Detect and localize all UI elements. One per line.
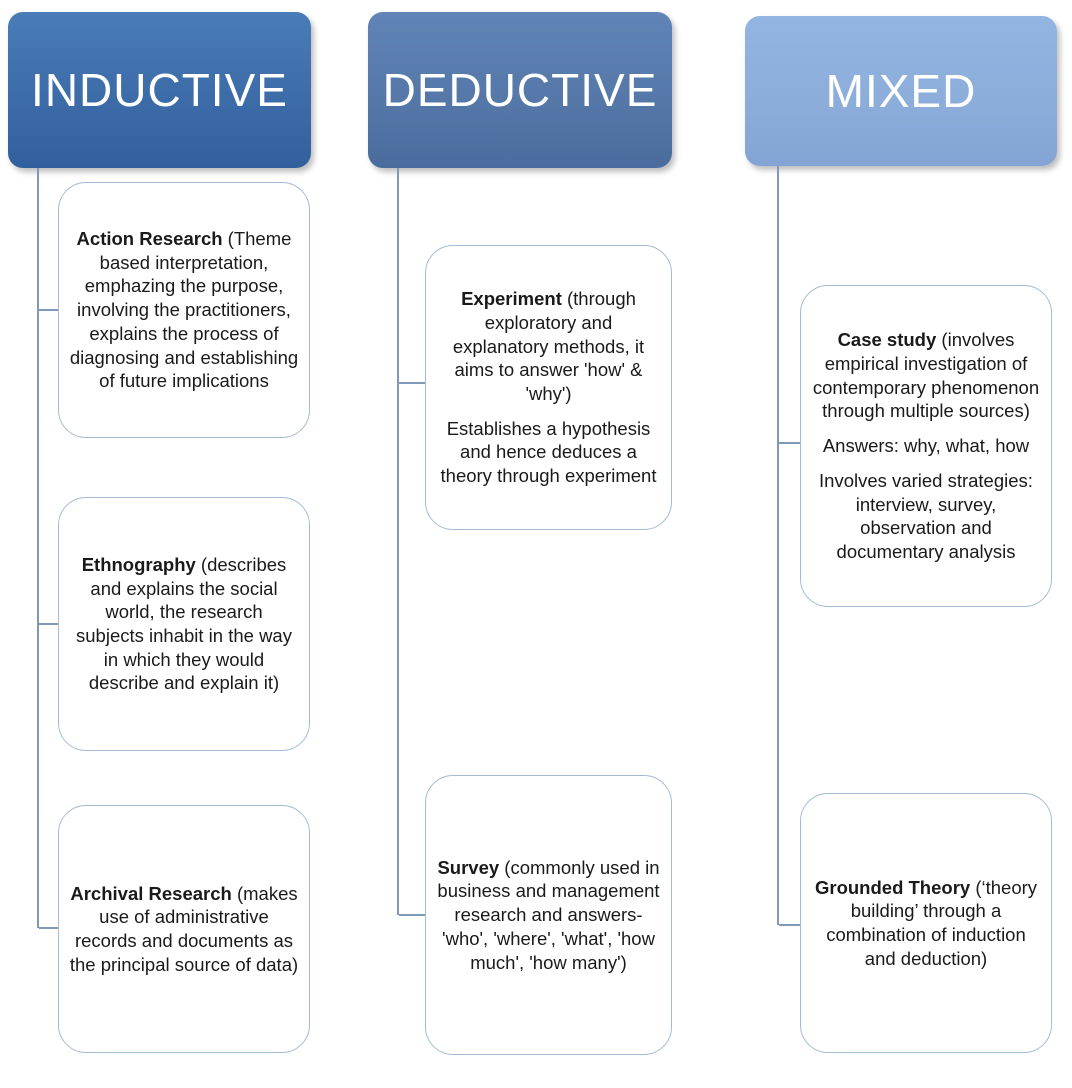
box-survey: Survey (commonly used in business and ma… [425,775,672,1055]
box-archival-research: Archival Research (makes use of administ… [58,805,310,1053]
box-ethnography: Ethnography (describes and explains the … [58,497,310,751]
box-text: Establishes a hypothesis and hence deduc… [440,417,657,487]
connector-stub [399,914,425,916]
box-text: (through exploratory and explanatory met… [452,288,645,404]
box-text: Answers: why, what, how [822,435,1030,457]
box-title: Experiment [461,288,562,310]
connector-trunk-inductive [37,168,39,928]
box-title: Action Research [76,228,223,250]
box-text: Involves varied strategies: interview, s… [819,469,1033,562]
box-paragraph: Ethnography (describes and explains the … [69,553,299,695]
connector-stub [39,623,58,625]
box-paragraph: Establishes a hypothesis and hence deduc… [436,417,661,488]
connector-stub [39,309,58,311]
box-grounded-theory: Grounded Theory (‘theory building’ throu… [800,793,1052,1053]
box-paragraph: Case study (involves empirical investiga… [811,328,1041,423]
box-paragraph: Answers: why, what, how [823,434,1029,458]
box-text: (involves empirical investigation of con… [812,329,1040,422]
box-title: Grounded Theory [814,876,971,898]
box-text: (makes use of administrative records and… [69,882,299,975]
header-inductive: INDUCTIVE [8,12,311,168]
box-paragraph: Survey (commonly used in business and ma… [436,856,661,974]
box-paragraph: Action Research (Theme based interpretat… [69,227,299,393]
box-action-research: Action Research (Theme based interpretat… [58,182,310,438]
box-paragraph: Involves varied strategies: interview, s… [811,469,1041,564]
box-text: (commonly used in business and managemen… [437,856,660,973]
box-experiment: Experiment (through exploratory and expl… [425,245,672,530]
connector-stub [779,924,800,926]
box-paragraph: Archival Research (makes use of administ… [69,882,299,977]
header-mixed: MIXED [745,16,1057,166]
box-text: (Theme based interpretation, emphazing t… [69,228,299,392]
box-title: Archival Research [70,882,232,904]
box-title: Survey [437,856,500,878]
header-deductive: DEDUCTIVE [368,12,672,168]
box-paragraph: Experiment (through exploratory and expl… [436,287,661,405]
box-title: Case study [837,329,937,351]
box-paragraph: Grounded Theory (‘theory building’ throu… [811,876,1041,971]
box-case-study: Case study (involves empirical investiga… [800,285,1052,607]
connector-stub [39,927,58,929]
connector-trunk-deductive [397,168,399,915]
box-text: (‘theory building’ through a combination… [826,876,1038,969]
connector-stub [779,442,800,444]
box-text: (describes and explains the social world… [76,553,292,694]
connector-stub [399,382,425,384]
box-title: Ethnography [81,553,196,575]
connector-trunk-mixed [777,166,779,925]
